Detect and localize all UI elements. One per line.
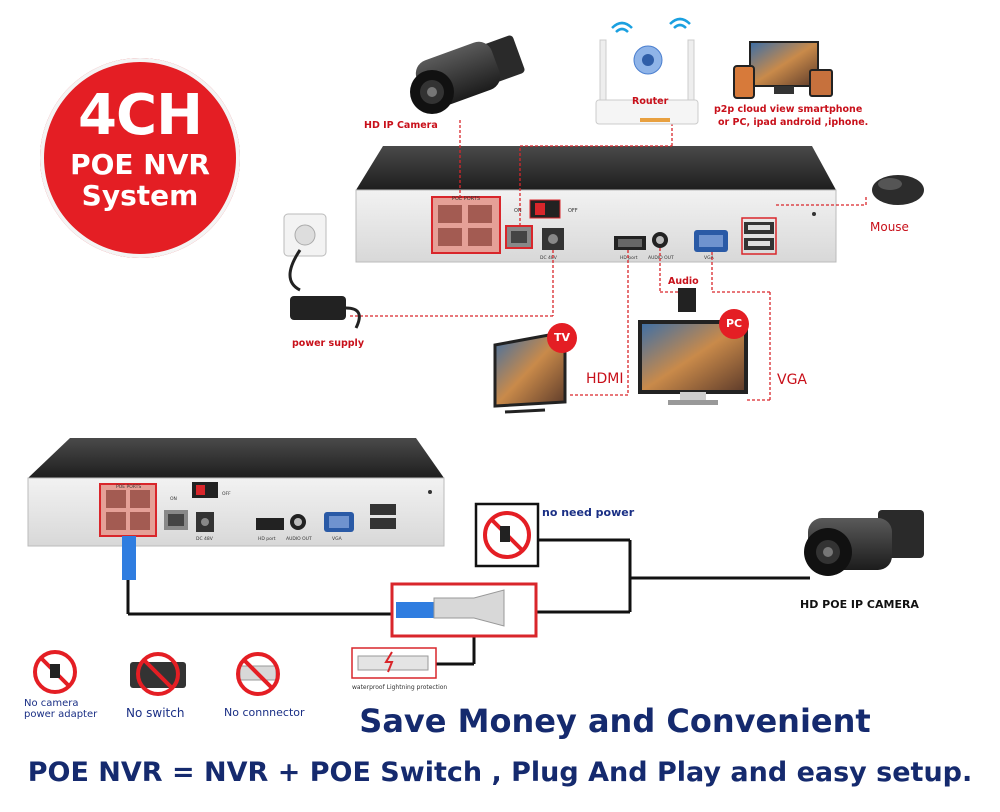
badge-line-3: System [81, 178, 199, 212]
label-hd-ip-camera: HD IP Camera [364, 120, 438, 131]
label-no-connector: No connnector [224, 706, 305, 719]
power-supply [283, 213, 361, 329]
nvr-system-badge: 4CH POE NVR System [40, 58, 240, 258]
label-hdmi: HDMI [586, 371, 624, 387]
poe-ports-label-bottom: POE PORTS [116, 484, 141, 490]
top-wires [350, 110, 867, 401]
on-label-top: ON [514, 208, 522, 214]
audio-out-label-top: AUDIO OUT [648, 255, 674, 261]
label-pc: PC [726, 317, 743, 330]
pc-monitor [638, 309, 749, 405]
label-audio: Audio [668, 276, 699, 287]
label-p2p-line2: or PC, ipad android ,iphone. [718, 117, 869, 128]
label-p2p-line1: p2p cloud view smartphone [714, 104, 863, 115]
label-hd-poe-ip-camera: HD POE IP CAMERA [800, 598, 919, 611]
rj45-plug-blue [396, 602, 434, 618]
tv [493, 323, 577, 414]
vga-label-bottom: VGA [332, 536, 343, 542]
label-mouse: Mouse [870, 220, 909, 234]
off-label-bottom: OFF [222, 491, 231, 497]
router [595, 17, 699, 125]
on-label-bottom: ON [170, 496, 177, 502]
hd-ip-camera-top [410, 35, 525, 114]
label-no-adapter-line1: No camera [24, 698, 79, 709]
mouse [872, 175, 924, 205]
rj45-plug-nvr [122, 536, 136, 580]
hd-port-label-bottom: HD port [258, 536, 276, 542]
label-no-need-power: no need power [542, 506, 635, 519]
nvr-bottom [27, 438, 445, 547]
no-switch-icon [130, 652, 186, 696]
label-router: Router [632, 96, 669, 107]
no-connector-icon [236, 652, 280, 696]
headline: Save Money and Convenient [359, 702, 871, 740]
dc-label-bottom: DC 48V [196, 536, 214, 542]
speaker [678, 288, 696, 312]
nvr-top [355, 146, 837, 263]
label-power-supply: power supply [292, 338, 365, 349]
waterproof-housing [433, 589, 505, 627]
label-waterproof: waterproof Lightning protection [352, 684, 448, 691]
smart-devices [733, 41, 833, 99]
poe-cable [126, 538, 810, 666]
tagline: POE NVR = NVR + POE Switch , Plug And Pl… [27, 757, 973, 788]
label-no-adapter-line2: power adapter [24, 709, 98, 720]
badge-line-1: 4CH [78, 83, 203, 148]
audio-out-label-bottom: AUDIO OUT [286, 536, 312, 542]
dc-label-top: DC 48V [540, 255, 558, 261]
label-no-switch: No switch [126, 706, 185, 720]
label-tv: TV [554, 331, 571, 344]
badge-line-2: POE NVR [70, 148, 210, 181]
hd-port-label-top: HD port [620, 255, 638, 261]
label-vga: VGA [777, 372, 808, 388]
poe-ports-label-top: POE PORTS [452, 196, 480, 202]
no-camera-adapter-icon [33, 650, 77, 694]
hd-poe-camera-bottom [804, 510, 924, 576]
vga-label-top: VGA [704, 255, 715, 261]
no-power-adapter-icon [474, 502, 540, 568]
off-label-top: OFF [568, 208, 578, 214]
